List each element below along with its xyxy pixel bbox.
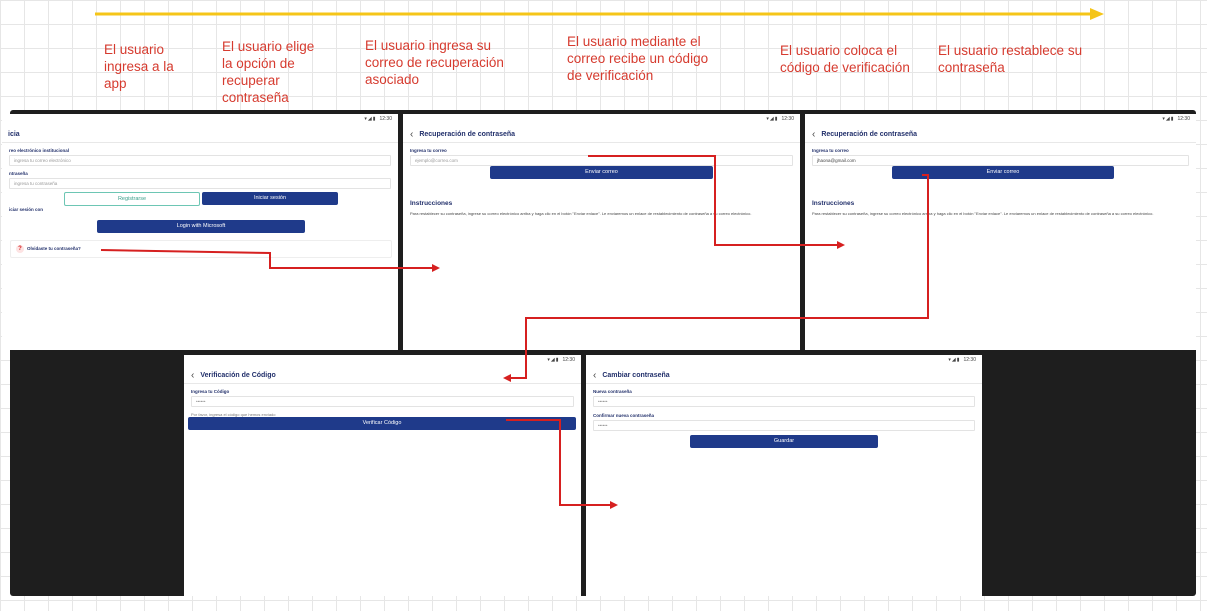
recovery1-send-button[interactable]: Enviar correo [490, 166, 713, 179]
screen-login: ▾◢▮12:30 icia reo electrónico institucio… [2, 114, 398, 350]
recovery1-instructions-title: Instrucciones [410, 200, 453, 207]
screen-recovery-empty: ▾◢▮12:30 ‹Recuperación de contraseña Ing… [403, 114, 800, 350]
login-password-label: ntraseña [9, 171, 28, 176]
back-arrow-icon[interactable]: ‹ [812, 128, 816, 140]
login-button[interactable]: Iniciar sesión [202, 192, 338, 205]
new-password-label: Nueva contraseña [593, 389, 632, 394]
status-bar: ▾◢▮12:30 [1162, 116, 1190, 122]
recovery1-header: ‹Recuperación de contraseña [403, 126, 800, 143]
back-arrow-icon[interactable]: ‹ [410, 128, 414, 140]
timeline-arrowhead [1090, 8, 1104, 20]
confirm-password-input[interactable]: •••••• [593, 420, 975, 431]
status-bar: ▾◢▮12:30 [547, 357, 575, 363]
recovery2-header: ‹Recuperación de contraseña [805, 126, 1196, 143]
login-email-label: reo electrónico institucional [9, 148, 70, 153]
back-arrow-icon[interactable]: ‹ [191, 369, 195, 381]
verify-code-label: Ingresa tu Código [191, 389, 230, 394]
microsoft-login-button[interactable]: Login with Microsoft [97, 220, 305, 233]
recovery2-instructions-text: Para restablecer su contraseña, ingrese … [812, 211, 1154, 216]
status-bar: ▾◢▮12:30 [766, 116, 794, 122]
change-header: ‹Cambiar contraseña [586, 367, 982, 384]
new-password-input[interactable]: •••••• [593, 396, 975, 407]
flow-arrow-3 [503, 174, 929, 382]
screen-recovery-filled: ▾◢▮12:30 ‹Recuperación de contraseña Ing… [805, 114, 1196, 350]
forgot-password-link[interactable]: ?Olvidaste tu contraseña? [10, 240, 392, 258]
recovery1-instructions-text: Para restablecer su contraseña, ingrese … [410, 211, 752, 216]
recovery2-email-label: Ingresa tu correo [812, 148, 849, 153]
verify-code-button[interactable]: Verificar Código [188, 417, 576, 430]
save-button[interactable]: Guardar [690, 435, 878, 448]
question-icon: ? [16, 245, 24, 253]
login-alt-label: iciar sesión con [9, 207, 44, 212]
recovery2-instructions-title: Instrucciones [812, 200, 855, 207]
verify-hint: Por favor, ingresa el código que hemos e… [191, 412, 276, 417]
login-title: icia [2, 126, 398, 143]
flow-arrow-2 [588, 155, 845, 249]
verify-code-input[interactable]: •••••• [191, 396, 574, 407]
flow-arrow-4 [506, 419, 618, 509]
screen-verification: ▾◢▮12:30 ‹Verificación de Código Ingresa… [184, 355, 581, 596]
status-bar: ▾◢▮12:30 [948, 357, 976, 363]
confirm-password-label: Confirmar nueva contraseña [593, 413, 655, 418]
flow-arrow-1 [100, 249, 440, 272]
register-button[interactable]: Registrarse [64, 192, 200, 206]
screen-change-password: ▾◢▮12:30 ‹Cambiar contraseña Nueva contr… [586, 355, 982, 596]
verify-header: ‹Verificación de Código [184, 367, 581, 384]
recovery2-send-button[interactable]: Enviar correo [892, 166, 1114, 179]
login-password-input[interactable]: ingresa tu contraseña [9, 178, 391, 189]
recovery2-email-input[interactable]: jhaona@gmail.com [812, 155, 1189, 166]
login-email-input[interactable]: ingresa tu correo electrónico [9, 155, 391, 166]
recovery1-email-label: Ingresa tu correo [410, 148, 447, 153]
status-bar: ▾◢▮12:30 [364, 116, 392, 122]
back-arrow-icon[interactable]: ‹ [593, 369, 597, 381]
